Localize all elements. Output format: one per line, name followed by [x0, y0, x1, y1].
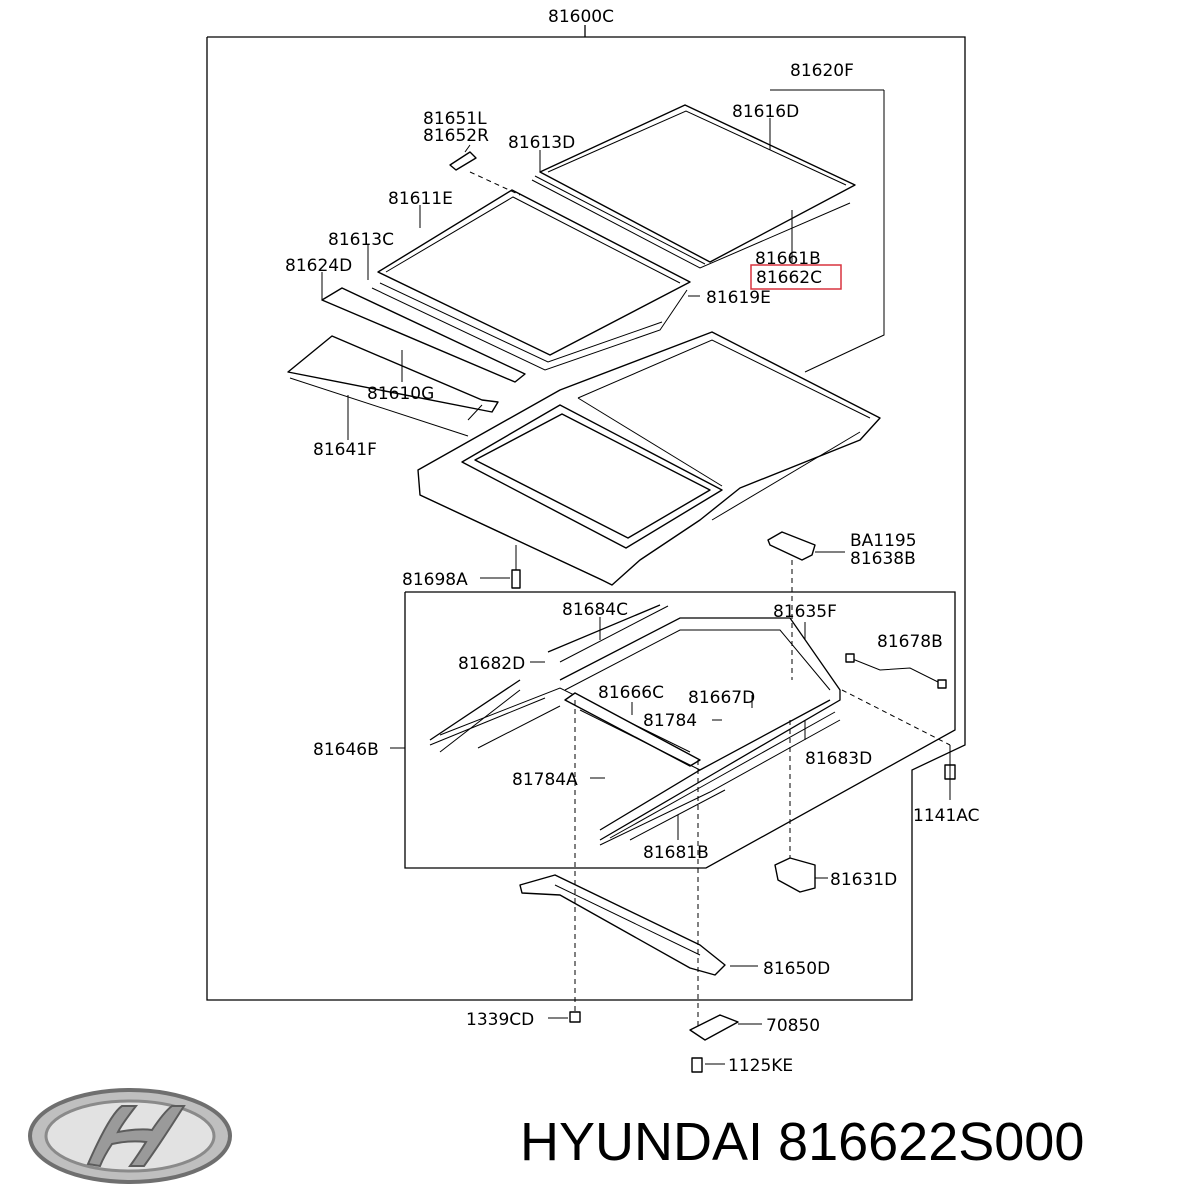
label-81610G[interactable]: 81610G — [367, 384, 434, 404]
part-labels: 81600C 81620F 81616D 81651L 81652R 81613… — [285, 7, 979, 1076]
label-81661B[interactable]: 81661B — [755, 249, 821, 269]
deflector-81624D — [287, 287, 526, 437]
part-number: 816622S000 — [778, 1112, 1084, 1172]
label-81613D[interactable]: 81613D — [508, 133, 575, 153]
front-glass-81611E — [371, 189, 691, 371]
label-1141AC[interactable]: 1141AC — [913, 806, 979, 826]
label-81684C[interactable]: 81684C — [562, 600, 628, 620]
label-81624D[interactable]: 81624D — [285, 256, 352, 276]
label-81611E[interactable]: 81611E — [388, 189, 453, 209]
rear-glass-81616D — [531, 104, 856, 269]
label-81650D[interactable]: 81650D — [763, 959, 830, 979]
label-81646B[interactable]: 81646B — [313, 740, 379, 760]
brand-name: HYUNDAI — [520, 1112, 763, 1172]
bolt-81698A — [511, 545, 521, 589]
harness-81678B — [845, 653, 947, 689]
label-81666C[interactable]: 81666C — [598, 683, 664, 703]
label-1339CD[interactable]: 1339CD — [466, 1010, 534, 1030]
bracket-BA1195 — [767, 531, 816, 680]
hyundai-logo-icon — [28, 1088, 232, 1184]
highlight-box — [750, 264, 842, 290]
assembly-frame — [206, 25, 966, 1001]
label-81638B[interactable]: 81638B — [850, 549, 916, 569]
label-1125KE[interactable]: 1125KE — [728, 1056, 793, 1076]
label-70850[interactable]: 70850 — [766, 1016, 820, 1036]
label-81667D[interactable]: 81667D — [688, 688, 755, 708]
motor-81631D — [774, 857, 816, 893]
label-81652R[interactable]: 81652R — [423, 126, 489, 146]
label-81631D[interactable]: 81631D — [830, 870, 897, 890]
label-81784[interactable]: 81784 — [643, 711, 697, 731]
label-81662C[interactable]: 81662C — [756, 268, 822, 288]
label-81600C[interactable]: 81600C — [548, 7, 614, 27]
label-81678B[interactable]: 81678B — [877, 632, 943, 652]
dashed-guides — [574, 689, 951, 1030]
label-81682D[interactable]: 81682D — [458, 654, 525, 674]
bracket-81650D — [519, 874, 726, 976]
label-81784A[interactable]: 81784A — [512, 770, 578, 790]
label-BA1195[interactable]: BA1195 — [850, 531, 917, 551]
label-81698A[interactable]: 81698A — [402, 570, 468, 590]
sunroof-frame — [429, 604, 841, 846]
label-81641F[interactable]: 81641F — [313, 440, 377, 460]
label-81635F[interactable]: 81635F — [773, 602, 837, 622]
roof-panel — [417, 331, 881, 586]
label-81681B[interactable]: 81681B — [643, 843, 709, 863]
label-81613C[interactable]: 81613C — [328, 230, 394, 250]
label-81616D[interactable]: 81616D — [732, 102, 799, 122]
clip-81651L — [449, 151, 521, 196]
label-81620F[interactable]: 81620F — [790, 61, 854, 81]
brand-part-number: HYUNDAI 816622S000 — [520, 1112, 1084, 1172]
label-81651L[interactable]: 81651L — [423, 109, 487, 129]
leader-lines — [321, 89, 951, 1065]
label-81683D[interactable]: 81683D — [805, 749, 872, 769]
label-81619E[interactable]: 81619E — [706, 288, 771, 308]
